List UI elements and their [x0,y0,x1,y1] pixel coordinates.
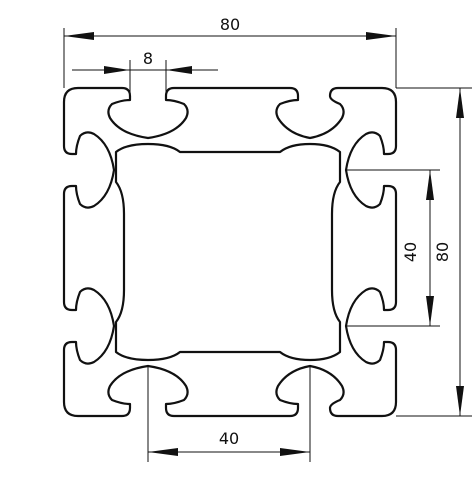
arrowhead [104,66,130,74]
inner-cavity-outline [114,142,342,362]
arrowhead [166,66,192,74]
dimension-label-vertical-pitch: 40 [401,242,420,262]
dimension-label-slot-width: 8 [143,49,153,68]
profile-outline [62,86,398,418]
dimension-label-overall-height: 80 [433,242,452,262]
arrowhead [456,386,464,416]
arrowhead [366,32,396,40]
arrowhead [148,448,178,456]
dimension-label-horizontal-pitch: 40 [219,429,239,448]
arrowhead [426,170,434,200]
arrowhead [64,32,94,40]
arrowhead [426,296,434,326]
arrowhead [280,448,310,456]
dimension-label-overall-width: 80 [220,15,240,34]
arrowhead [456,88,464,118]
